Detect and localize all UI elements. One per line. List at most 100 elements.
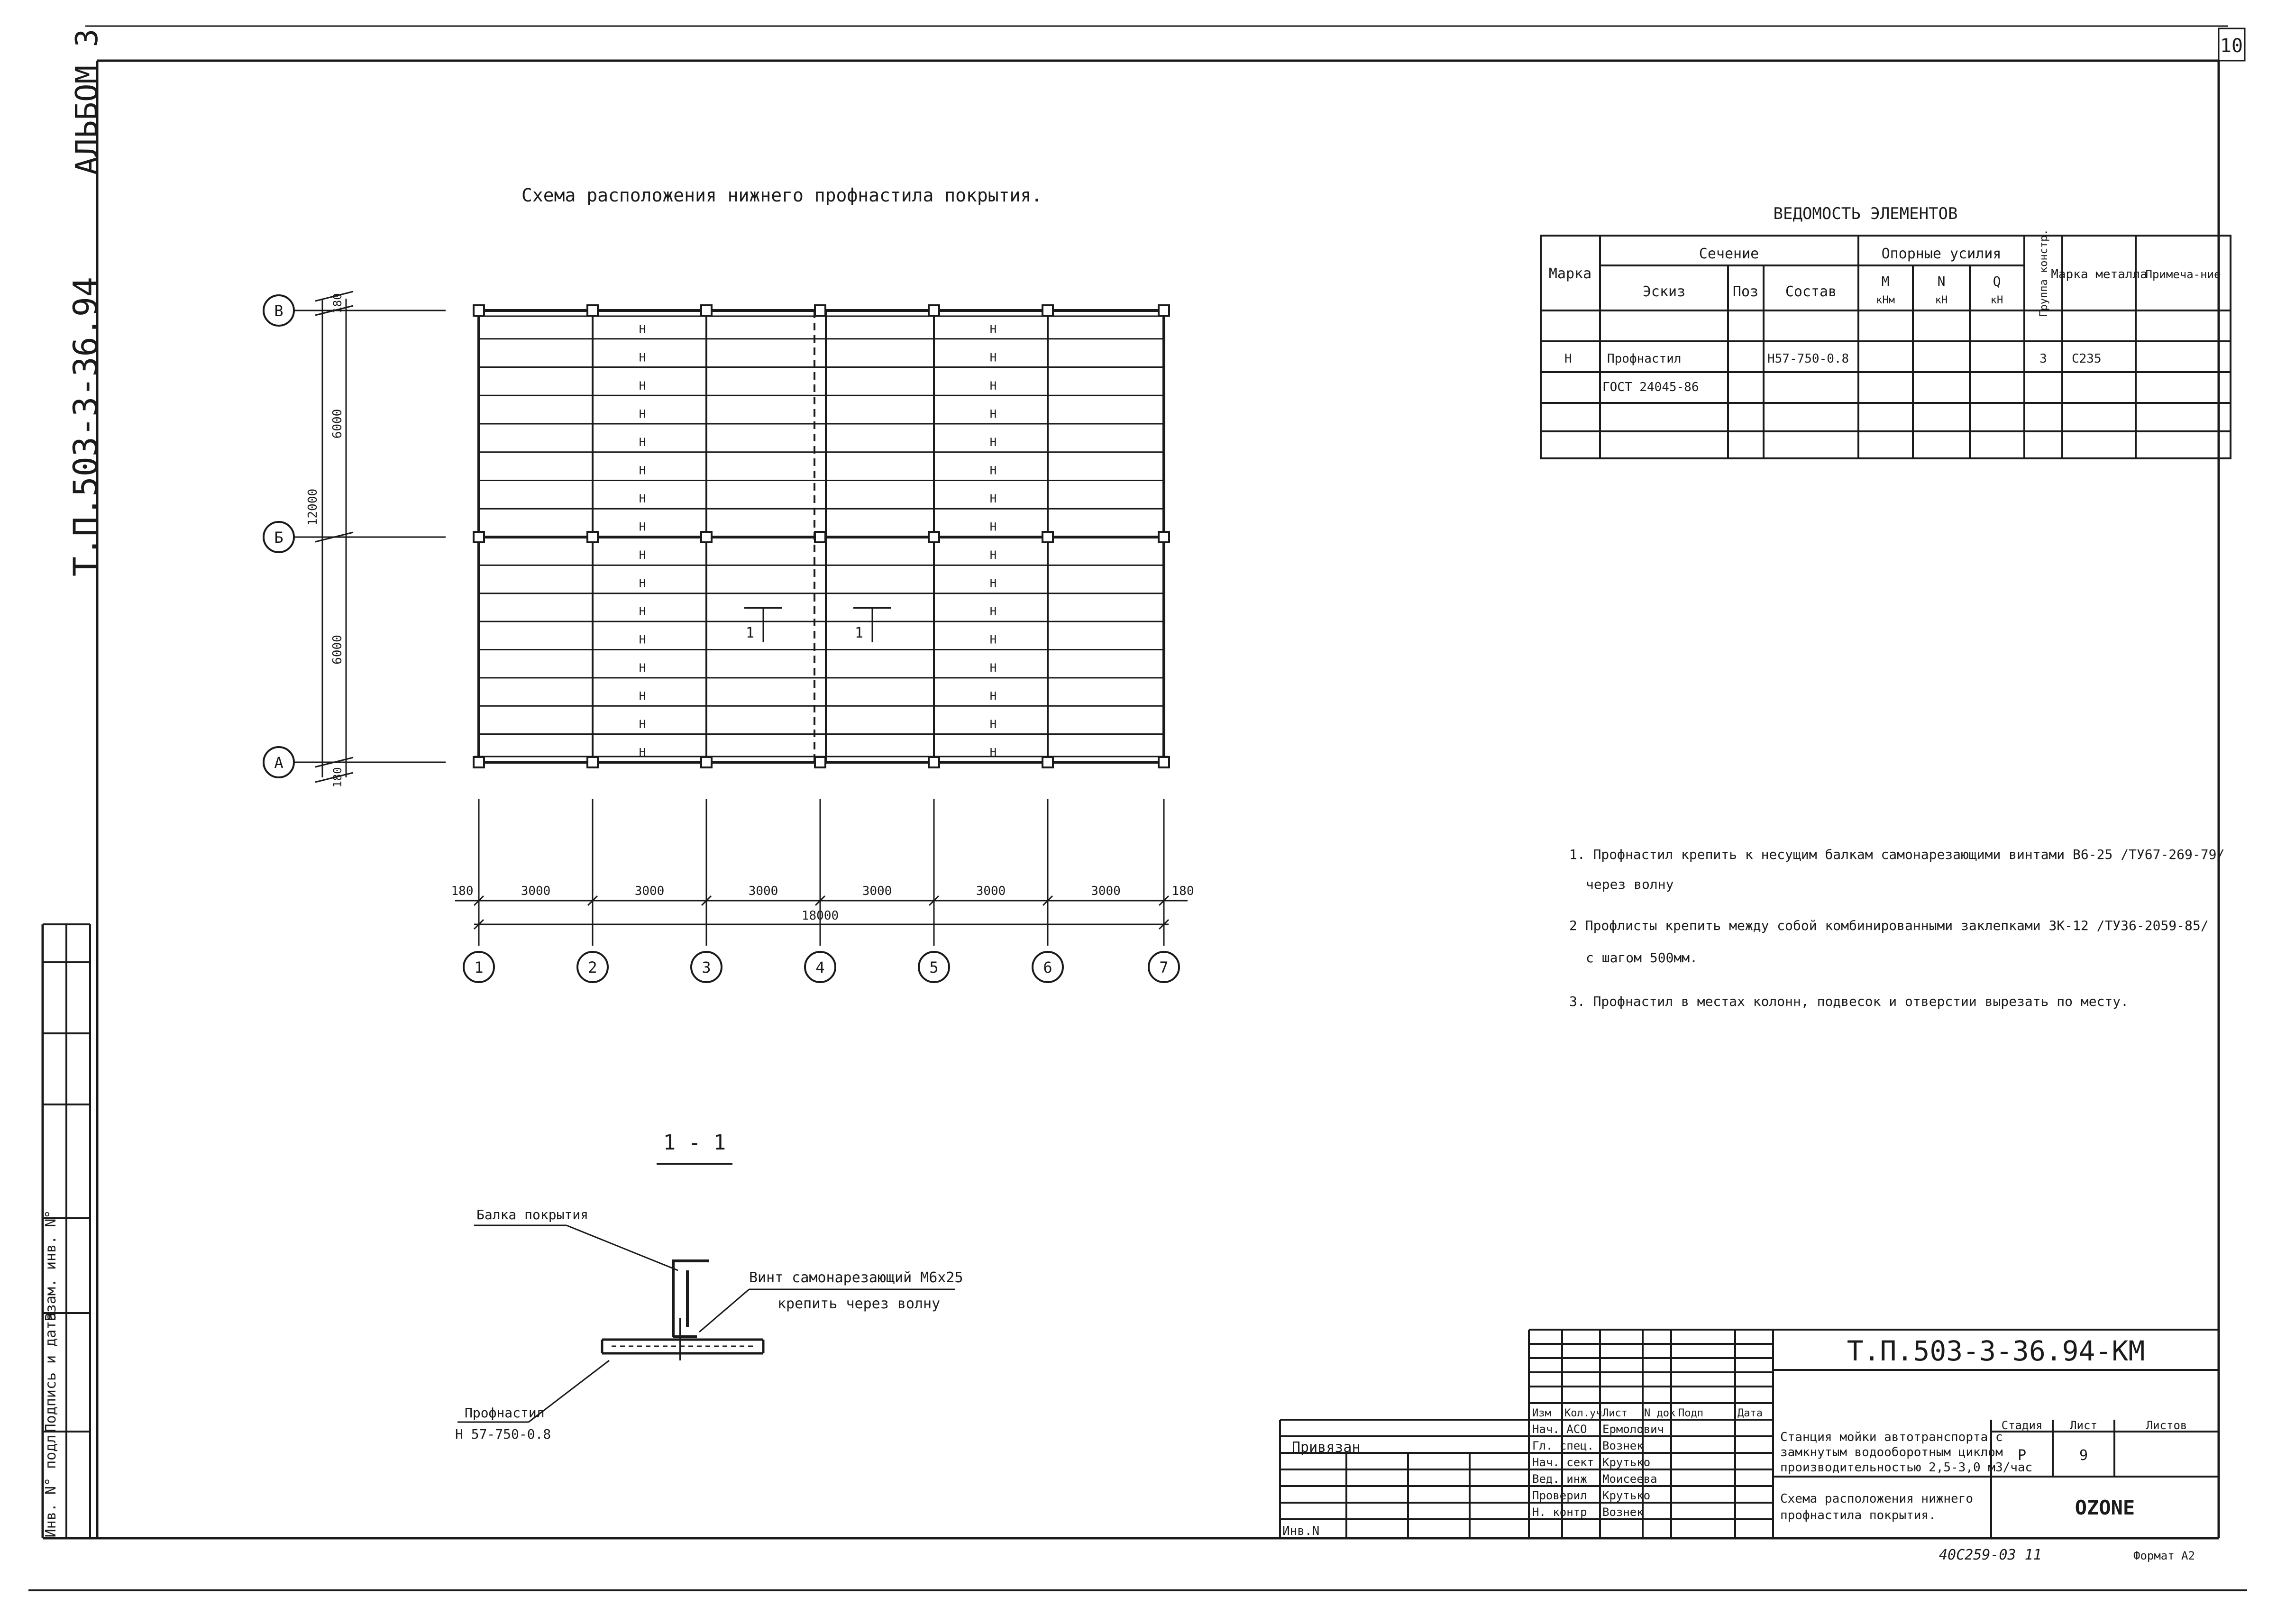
section-title: 1 - 1 <box>663 1131 726 1155</box>
tb-role: Нач. сект <box>1532 1456 1594 1469</box>
col-axis-label: 1 <box>474 958 483 976</box>
column-square <box>700 304 713 317</box>
dim-tick <box>1042 895 1053 906</box>
tb-linked: Привязан <box>1292 1439 1361 1456</box>
sheet-mark-label: Н <box>639 661 646 675</box>
dim-tick <box>473 919 485 930</box>
dim-tick <box>315 305 354 316</box>
label-beam: Балка покрытия <box>476 1207 588 1223</box>
dim-edge-left: 180 <box>451 884 474 898</box>
h-q: Q <box>1993 274 2001 289</box>
h-comp: Состав <box>1785 283 1837 300</box>
tb-project-2: замкнутым водооборотным циклом <box>1780 1445 2003 1460</box>
side-stamp <box>43 923 91 1538</box>
sheet-mark-label: Н <box>639 633 646 647</box>
tb-sheet-title-1: Схема расположения нижнего <box>1780 1492 1973 1506</box>
tb-stage: Р <box>2018 1447 2026 1464</box>
dim-span-label: 3000 <box>1091 884 1121 898</box>
sheet-mark-label: Н <box>990 436 997 449</box>
column-square <box>473 756 485 768</box>
sheet-mark-label: Н <box>990 577 997 590</box>
sheet-mark-label: Н <box>990 746 997 759</box>
tb-header-cell: N док <box>1644 1407 1675 1419</box>
tb-header-cell: Лист <box>1602 1407 1628 1419</box>
tb-sheet-title-2: профнастила покрытия. <box>1780 1508 1936 1523</box>
dim-span-label: 3000 <box>521 884 551 898</box>
sheet-frame <box>28 25 2247 1591</box>
row-axis-label: В <box>274 302 283 320</box>
sheet-mark-label: Н <box>990 323 997 336</box>
h-group: Группа констр. <box>2038 229 2050 317</box>
r-group: 3 <box>2039 352 2047 366</box>
column-square <box>586 304 599 317</box>
tb-role: Вед. инж <box>1532 1472 1587 1486</box>
sheet-mark-label: Н <box>990 520 997 534</box>
column-square <box>814 756 826 768</box>
sheet-mark-label: Н <box>639 690 646 703</box>
column-square <box>928 304 940 317</box>
dim-vert-2: 6000 <box>330 635 345 665</box>
col-axis-label: 2 <box>588 958 597 976</box>
drawing-title: Схема расположения нижнего профнастила п… <box>521 185 1042 206</box>
column-square <box>928 531 940 543</box>
note-1-cont: через волну <box>1586 876 1673 892</box>
tb-name: Моисеева <box>1602 1472 1657 1486</box>
col-axis-bubble <box>576 951 609 983</box>
tb-header-cell: Кол.уч <box>1564 1407 1602 1419</box>
column-square <box>700 756 713 768</box>
sheet-mark-label: Н <box>639 464 646 477</box>
dim-vert-edge-top: 180 <box>331 293 344 313</box>
tb-sheets-h: Листов <box>2146 1419 2187 1432</box>
tb-inv: Инв.N <box>1282 1524 1319 1538</box>
spec-table: ВЕДОМОСТЬ ЭЛЕМЕНТОВ Марка Сечение Эскиз … <box>1540 204 2231 459</box>
dim-vert-1: 6000 <box>330 409 345 439</box>
col-axis-bubble <box>690 951 722 983</box>
h-m: М <box>1882 274 1890 289</box>
dim-edge-right: 180 <box>1172 884 1194 898</box>
column-square <box>1158 304 1170 317</box>
h-n-unit: кН <box>1935 294 1948 306</box>
dim-tick <box>1158 919 1170 930</box>
note-2-cont: с шагом 500мм. <box>1586 950 1698 966</box>
column-square <box>473 531 485 543</box>
album-label: АЛЬБОМ 3 <box>70 29 105 175</box>
sheet-mark-label: Н <box>990 661 997 675</box>
dim-vert-edge-bottom: 180 <box>331 767 344 787</box>
dim-vert-total: 12000 <box>306 489 320 526</box>
sheet-mark-label: Н <box>639 520 646 534</box>
deck-profile <box>601 1338 765 1355</box>
col-axis-bubble <box>463 951 495 983</box>
sheet-mark-label: Н <box>990 633 997 647</box>
side-stamp-replace-inv: Взам. инв. N° <box>43 1210 59 1322</box>
sheet-mark-label: Н <box>990 464 997 477</box>
col-axis-label: 7 <box>1159 958 1168 976</box>
label-deck-2: Н 57-750-0.8 <box>455 1426 551 1442</box>
side-code: Т.П.503-3-36.94 <box>66 277 105 576</box>
notes: 1. Профнастил крепить к несущим балкам с… <box>1569 847 2224 1009</box>
tb-handwritten-number: 40С259-03 11 <box>1939 1547 2042 1563</box>
col-axis-bubble <box>1148 951 1180 983</box>
dim-span-label: 3000 <box>976 884 1006 898</box>
sheet-mark-label: Н <box>639 351 646 365</box>
h-mark: Марка <box>1549 265 1591 282</box>
h-sketch: Эскиз <box>1643 283 1685 300</box>
col-axis-bubble <box>804 951 836 983</box>
r-mark: Н <box>1564 352 1572 366</box>
column-square <box>1042 531 1054 543</box>
dim-tick <box>315 757 354 768</box>
sheet-mark-label: Н <box>990 351 997 365</box>
sheet-mark-label: Н <box>990 408 997 421</box>
side-stamp-inv-orig: Инв. N° подл <box>43 1435 59 1538</box>
sheet-corner-number: 10 <box>2220 35 2243 57</box>
r-sketch-2: ГОСТ 24045-86 <box>1602 380 1699 394</box>
label-screw: Винт самонарезающий М6х25 <box>749 1269 963 1286</box>
sheet-mark-label: Н <box>639 577 646 590</box>
column-square <box>1042 756 1054 768</box>
sheet-mark-label: Н <box>990 605 997 618</box>
sheet-mark-label: Н <box>639 746 646 759</box>
dim-span-label: 3000 <box>862 884 892 898</box>
tb-name: Крутько <box>1602 1489 1650 1502</box>
